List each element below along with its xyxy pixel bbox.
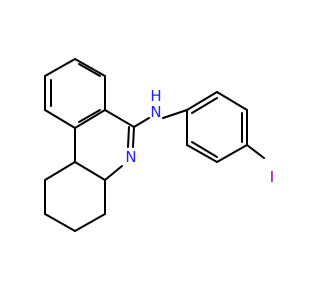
bond-18 (44, 213, 76, 232)
bond-5 (44, 58, 76, 77)
bond-15 (133, 117, 150, 128)
amine-n-label: N (150, 103, 161, 121)
bond-26 (186, 144, 218, 163)
bond-11 (104, 165, 123, 181)
bond-22 (186, 91, 218, 111)
imine-n-label: N (125, 148, 136, 166)
bond-21 (162, 109, 188, 119)
bond-31 (246, 144, 265, 159)
bond-28 (191, 97, 218, 114)
bond-4 (74, 58, 106, 77)
bond-23 (216, 91, 248, 111)
bond-14 (127, 126, 130, 148)
bond-10 (74, 161, 106, 181)
bond-17 (74, 213, 106, 232)
bond-13 (132, 126, 135, 148)
bond-20 (44, 161, 76, 181)
bond-25 (216, 144, 248, 163)
bond-7 (78, 63, 101, 77)
amine-h-label: H (150, 87, 161, 105)
structure-canvas: H N N I (44, 58, 274, 232)
molecule-structure: H N N I (44, 58, 274, 232)
bond-12 (104, 109, 135, 128)
bond-30 (191, 141, 218, 158)
iodine-label: I (270, 168, 274, 186)
atom-label-layer: H N N I (125, 87, 274, 186)
bond-1 (44, 109, 76, 129)
bond-8 (78, 109, 101, 123)
bond-2 (74, 109, 106, 129)
bond-layer (44, 58, 265, 232)
